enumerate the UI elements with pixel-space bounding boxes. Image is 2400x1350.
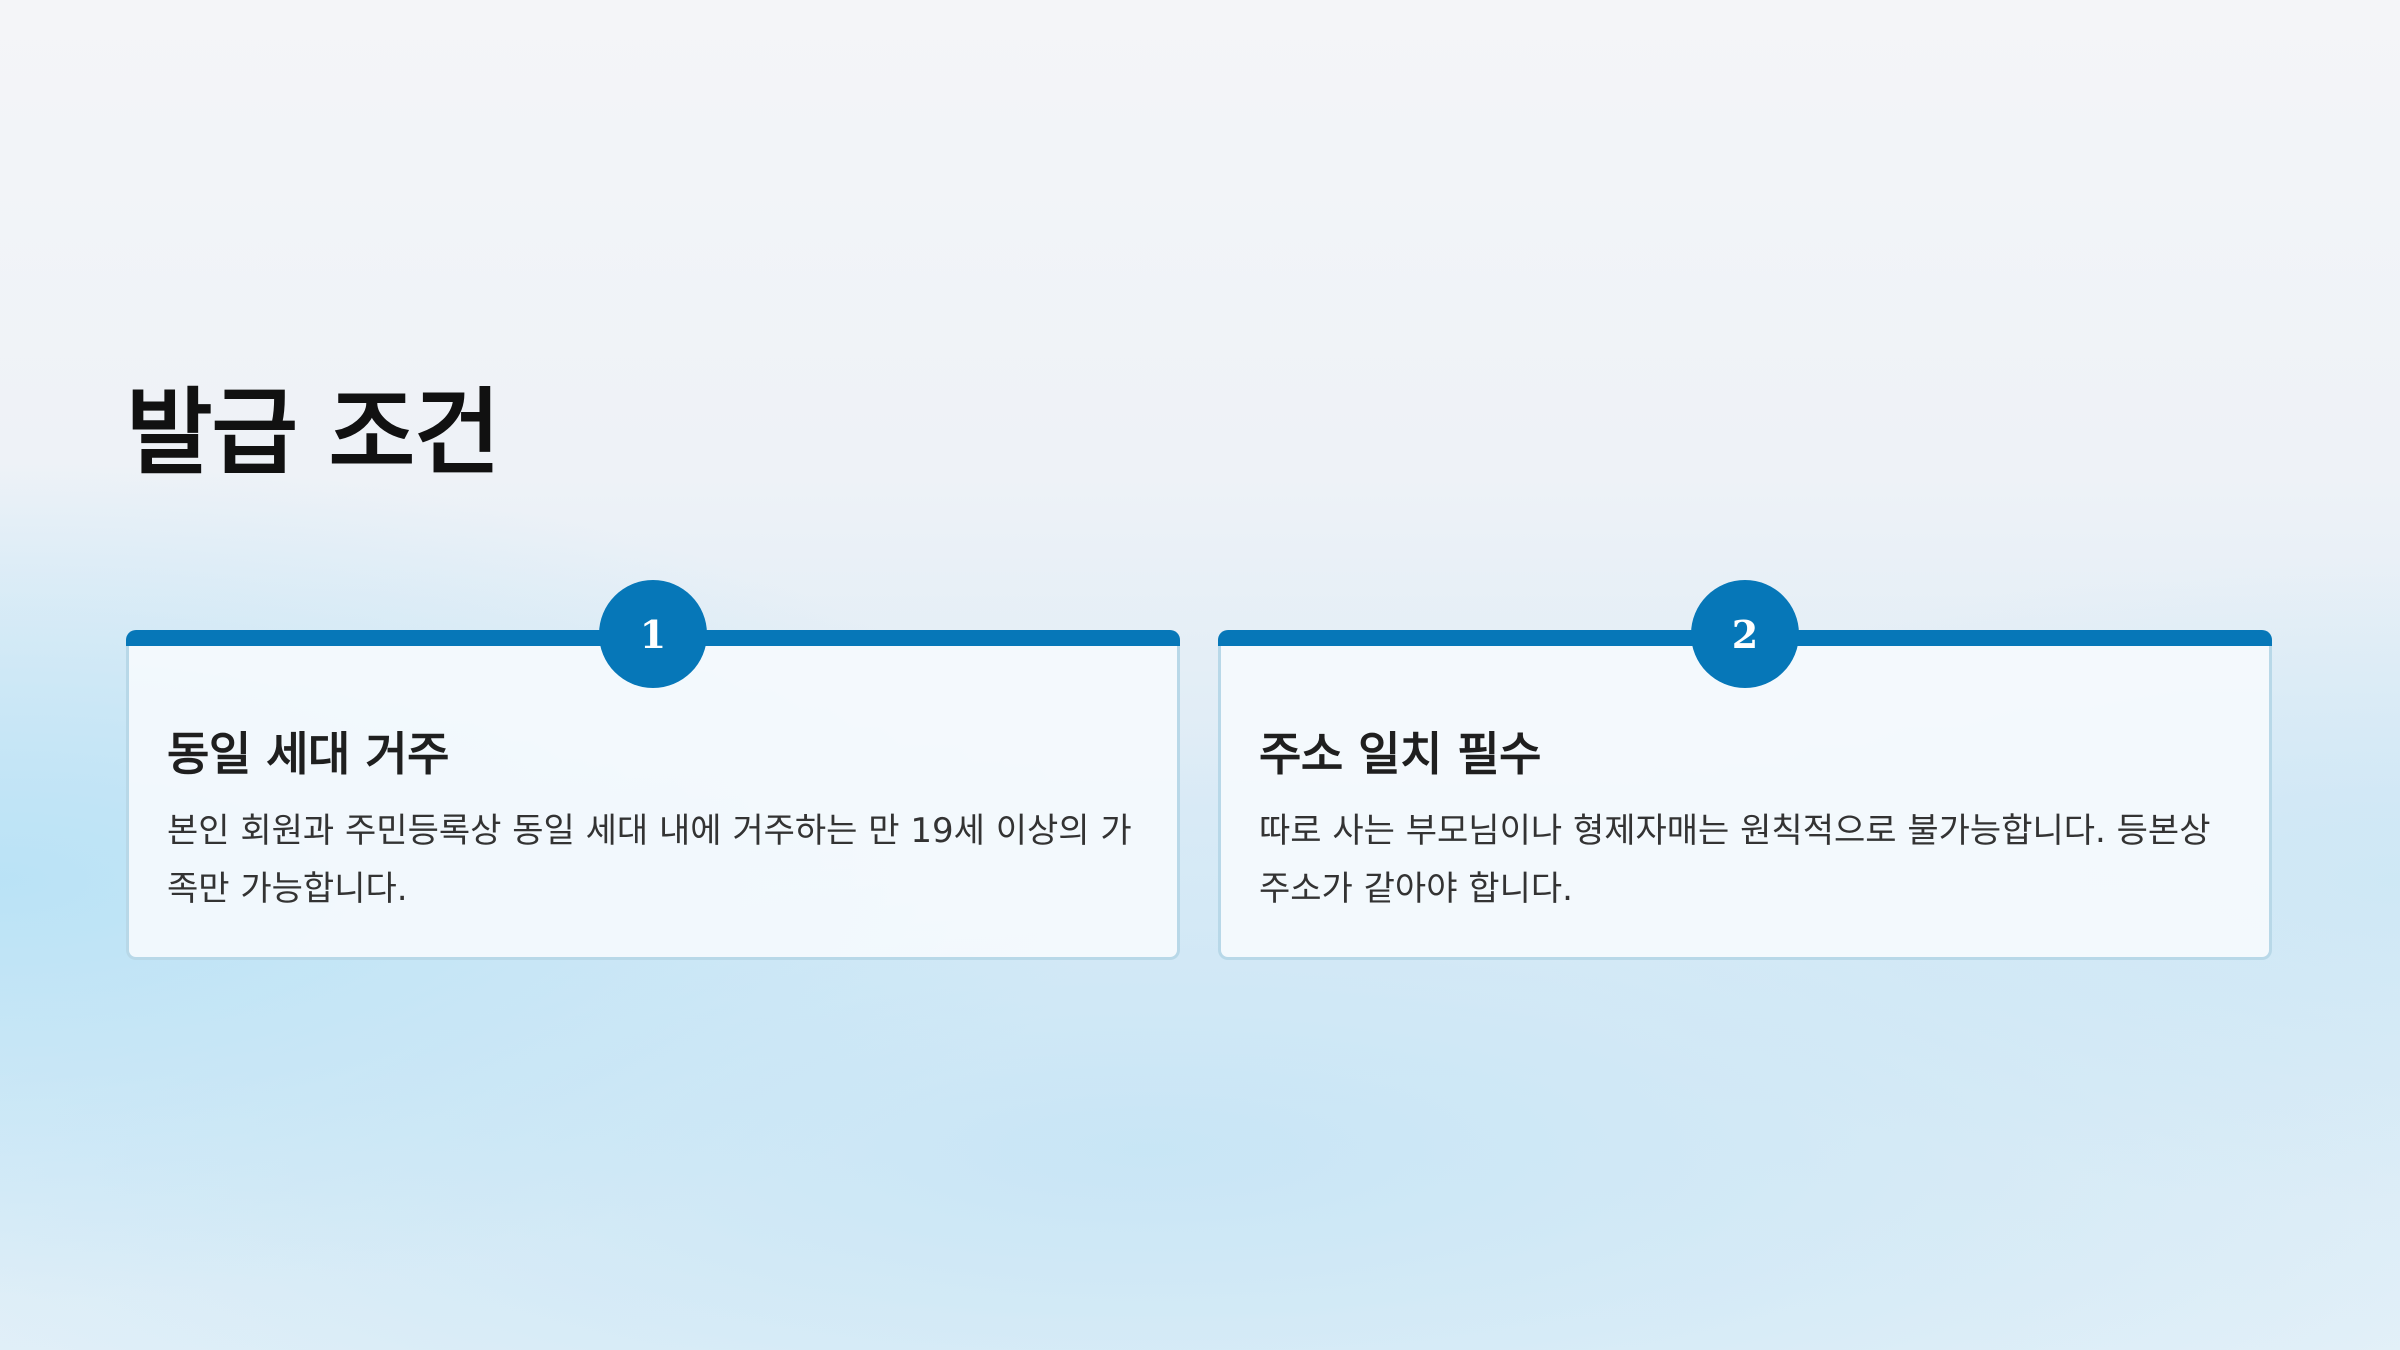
condition-card-1: 1 동일 세대 거주 본인 회원과 주민등록상 동일 세대 내에 거주하는 만 … (126, 580, 1180, 960)
page-title: 발급 조건 (126, 379, 501, 488)
step-number: 2 (1731, 611, 1759, 657)
step-number-badge: 2 (1691, 580, 1799, 688)
card-heading: 동일 세대 거주 (167, 727, 449, 781)
step-number-badge: 1 (599, 580, 707, 688)
condition-card-2: 2 주소 일치 필수 따로 사는 부모님이나 형제자매는 원칙적으로 불가능합니… (1218, 580, 2272, 960)
card-heading: 주소 일치 필수 (1259, 727, 1541, 781)
step-number: 1 (639, 611, 667, 657)
card-description: 따로 사는 부모님이나 형제자매는 원칙적으로 불가능합니다. 등본상 주소가 … (1259, 811, 2211, 909)
card-description: 본인 회원과 주민등록상 동일 세대 내에 거주하는 만 19세 이상의 가족만… (167, 811, 1132, 909)
